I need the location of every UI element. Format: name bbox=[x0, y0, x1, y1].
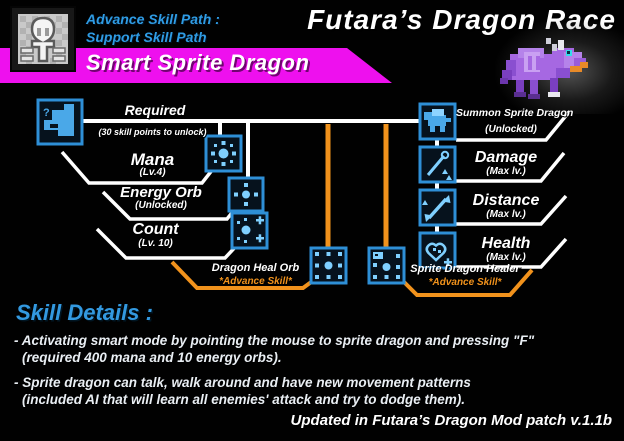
distance-sub: (Max lv.) bbox=[486, 209, 526, 220]
dragon-heal-orb-sub: *Advance Skill* bbox=[219, 276, 292, 287]
required-sub: (30 skill points to unlock) bbox=[98, 127, 207, 137]
detail-1-line1: - Activating smart mode by pointing the … bbox=[14, 333, 535, 348]
count-orb-icon[interactable] bbox=[230, 211, 269, 250]
dragon-heal-orb-label: Dragon Heal Orb bbox=[211, 262, 300, 274]
dragon-heal-orb-icon[interactable] bbox=[309, 246, 348, 285]
energy-orb-label: Energy Orb bbox=[120, 184, 202, 201]
energy-orb-icon[interactable] bbox=[227, 176, 265, 213]
health-label: Health bbox=[481, 235, 531, 252]
damage-skill-icon[interactable] bbox=[418, 145, 457, 184]
required-label: Required bbox=[124, 102, 186, 118]
mana-label: Mana bbox=[130, 150, 175, 169]
mana-orb-icon[interactable] bbox=[204, 134, 243, 173]
details-heading: Skill Details : bbox=[16, 300, 153, 325]
health-sub: (Max lv.) bbox=[486, 252, 526, 263]
detail-item-2: - Sprite dragon can talk, walk around an… bbox=[14, 374, 471, 408]
detail-1-line2: (required 400 mana and 10 energy orbs). bbox=[22, 350, 282, 365]
health-skill-icon[interactable] bbox=[418, 231, 457, 270]
count-sub: (Lv. 10) bbox=[138, 238, 173, 249]
skill-path-line2: Support Skill Path bbox=[86, 29, 207, 45]
damage-sub: (Max lv.) bbox=[486, 166, 526, 177]
skill-tree-canvas: ? bbox=[36, 98, 571, 297]
detail-2-line2: (included AI that will learn all enemies… bbox=[22, 392, 466, 407]
distance-skill-icon[interactable] bbox=[418, 188, 457, 227]
summon-sprite-dragon-icon[interactable] bbox=[418, 102, 457, 141]
mana-sub: (Lv.4) bbox=[139, 167, 166, 178]
sprite-dragon-healer-sub: *Advance Skill* bbox=[428, 277, 502, 288]
advance-skill-connectors bbox=[170, 124, 534, 297]
required-skill-icon[interactable]: ? bbox=[36, 98, 84, 146]
sprite-dragon-healer-label: Sprite Dragon Healer bbox=[410, 263, 520, 275]
summon-label: Summon Sprite Dragon bbox=[456, 107, 574, 119]
skill-path-caption: Advance Skill Path : Support Skill Path bbox=[86, 10, 220, 46]
skill-path-emblem bbox=[10, 6, 76, 72]
patch-note: Updated in Futara’s Dragon Mod patch v.1… bbox=[290, 412, 612, 429]
ankh-cross-icon bbox=[18, 14, 68, 64]
svg-text:?: ? bbox=[43, 107, 50, 119]
summon-sub: (Unlocked) bbox=[485, 124, 537, 135]
skill-path-line1: Advance Skill Path : bbox=[86, 11, 220, 27]
energy-orb-sub: (Unlocked) bbox=[135, 200, 187, 211]
distance-label: Distance bbox=[472, 192, 540, 209]
damage-label: Damage bbox=[474, 149, 538, 166]
sprite-dragon-image bbox=[500, 38, 588, 99]
detail-item-1: - Activating smart mode by pointing the … bbox=[14, 332, 534, 366]
count-label: Count bbox=[132, 221, 179, 238]
detail-2-line1: - Sprite dragon can talk, walk around an… bbox=[14, 375, 471, 390]
skill-banner-label: Smart Sprite Dragon bbox=[86, 50, 310, 75]
sprite-dragon-healer-icon[interactable] bbox=[367, 246, 406, 285]
